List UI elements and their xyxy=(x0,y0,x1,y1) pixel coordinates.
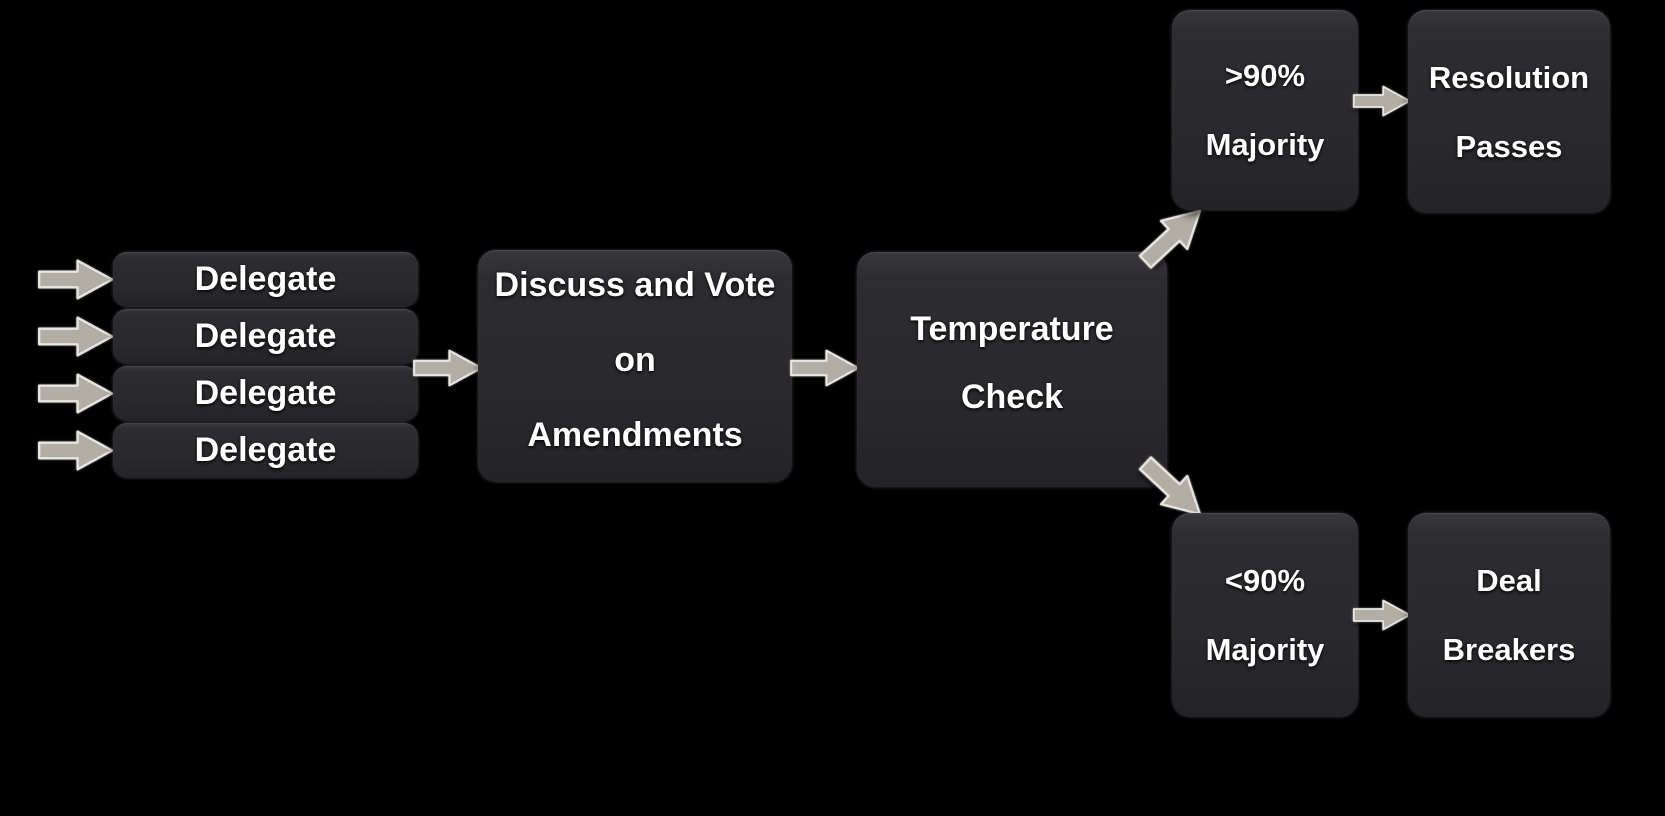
node-delegate-1: Delegate xyxy=(113,252,418,307)
block-arrow-right-icon xyxy=(38,430,114,471)
node-delegate-2-label: Delegate xyxy=(194,317,337,355)
block-arrow-right-icon xyxy=(1352,85,1411,117)
node-discuss-line2: on xyxy=(614,340,656,379)
node-delegate-4: Delegate xyxy=(113,423,418,478)
node-majority-below-90: <90% Majority xyxy=(1172,513,1358,717)
node-deal-breakers-line2: Breakers xyxy=(1442,632,1576,667)
node-majority-above-line1: >90% xyxy=(1224,58,1306,93)
node-resolution-passes: Resolution Passes xyxy=(1408,10,1610,213)
node-delegate-3-label: Delegate xyxy=(194,374,337,412)
node-delegate-4-label: Delegate xyxy=(194,431,337,469)
node-deal-breakers: Deal Breakers xyxy=(1408,513,1610,717)
node-deal-breakers-line1: Deal xyxy=(1476,563,1542,598)
node-resolution-line1: Resolution xyxy=(1428,59,1590,95)
node-majority-above-line2: Majority xyxy=(1205,127,1325,162)
node-majority-below-line1: <90% xyxy=(1224,563,1306,598)
block-arrow-down-right-icon xyxy=(1138,456,1202,516)
node-majority-below-line2: Majority xyxy=(1205,632,1325,667)
node-delegate-3: Delegate xyxy=(113,366,418,421)
block-arrow-right-icon xyxy=(38,259,114,300)
block-arrow-right-icon xyxy=(790,349,860,387)
node-delegate-1-label: Delegate xyxy=(194,260,337,298)
node-discuss-line1: Discuss and Vote xyxy=(494,265,776,304)
node-temperature-check: Temperature Check xyxy=(857,252,1167,487)
node-temperature-line1: Temperature xyxy=(910,309,1114,348)
node-delegate-2: Delegate xyxy=(113,309,418,364)
block-arrow-right-icon xyxy=(38,373,114,414)
block-arrow-right-icon xyxy=(413,349,483,387)
block-arrow-right-icon xyxy=(1352,599,1411,631)
block-arrow-up-right-icon xyxy=(1138,209,1202,269)
node-majority-above-90: >90% Majority xyxy=(1172,10,1358,210)
node-temperature-line2: Check xyxy=(960,377,1064,416)
block-arrow-right-icon xyxy=(38,316,114,357)
node-discuss-line3: Amendments xyxy=(527,415,743,454)
node-resolution-line2: Passes xyxy=(1455,128,1563,164)
node-discuss-and-vote: Discuss and Vote on Amendments xyxy=(478,250,792,482)
